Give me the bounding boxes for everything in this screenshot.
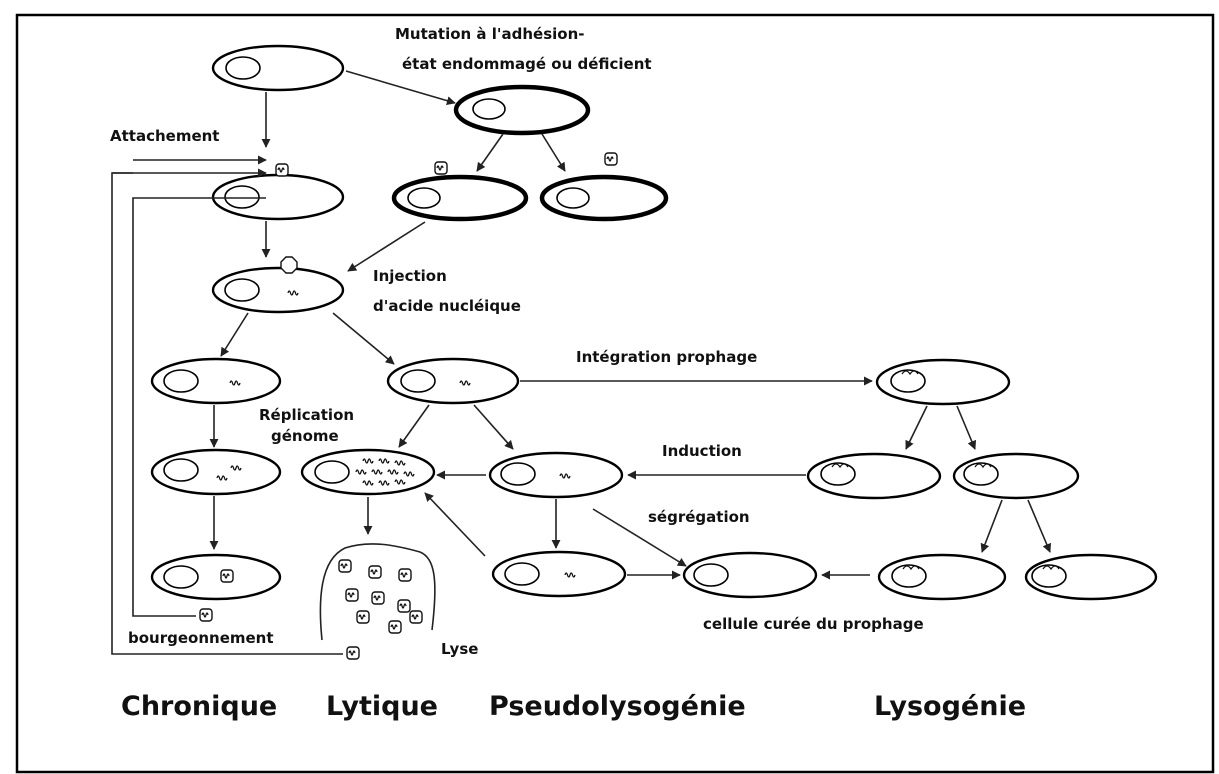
category-lysogenie: Lysogénie [874, 691, 1026, 722]
label-attachement: Attachement [110, 127, 219, 145]
label-integration: Intégration prophage [576, 348, 757, 366]
phage-on-mutant [434, 161, 448, 175]
label-segregation: ségrégation [648, 508, 750, 526]
cell-mutated-right [539, 174, 669, 222]
cell-central [386, 357, 520, 405]
label-induction: Induction [662, 442, 742, 460]
phage-attaching [275, 163, 289, 177]
category-chronique: Chronique [121, 691, 277, 722]
cell-lysogen-3 [877, 553, 1007, 601]
label-replication-line1: Réplication [259, 406, 354, 424]
cell-lysogen [875, 358, 1011, 406]
phage-injecting [280, 256, 298, 274]
cell-mutated [453, 84, 591, 136]
label-mutation-line1: Mutation à l'adhésion- [395, 25, 585, 43]
cell-chronic-3 [150, 553, 282, 601]
outer-frame [15, 13, 1215, 774]
phage-free [604, 152, 618, 166]
cell-initial [211, 44, 345, 92]
cell-replication [300, 448, 436, 496]
cell-chronic-2 [150, 448, 282, 496]
phage-released [346, 646, 360, 660]
label-injection-line2: d'acide nucléique [373, 297, 521, 315]
lysed-cell [319, 543, 436, 641]
cell-cured [682, 551, 818, 599]
cell-chronic-1 [150, 357, 282, 405]
category-pseudolysogenie: Pseudolysogénie [489, 691, 746, 722]
cell-mutated-left [391, 174, 529, 222]
cell-injection [211, 266, 345, 314]
category-lytique: Lytique [326, 691, 438, 722]
label-bourgeonnement: bourgeonnement [128, 629, 274, 647]
cell-pseudolysogeny-1 [488, 451, 624, 499]
label-cured: cellule curée du prophage [703, 615, 924, 633]
cell-lysogen-4 [1024, 553, 1158, 601]
cell-lysogen-left [806, 452, 942, 500]
cell-attached [211, 173, 345, 221]
label-injection-line1: Injection [373, 267, 447, 285]
label-mutation-line2: état endommagé ou déficient [402, 55, 652, 73]
cell-lysogen-right [952, 452, 1080, 500]
label-replication-line2: génome [271, 427, 339, 445]
phage-budding [199, 608, 213, 622]
arrows [111, 70, 1051, 655]
cell-pseudolysogeny-2 [491, 550, 627, 598]
label-lyse: Lyse [441, 640, 478, 658]
